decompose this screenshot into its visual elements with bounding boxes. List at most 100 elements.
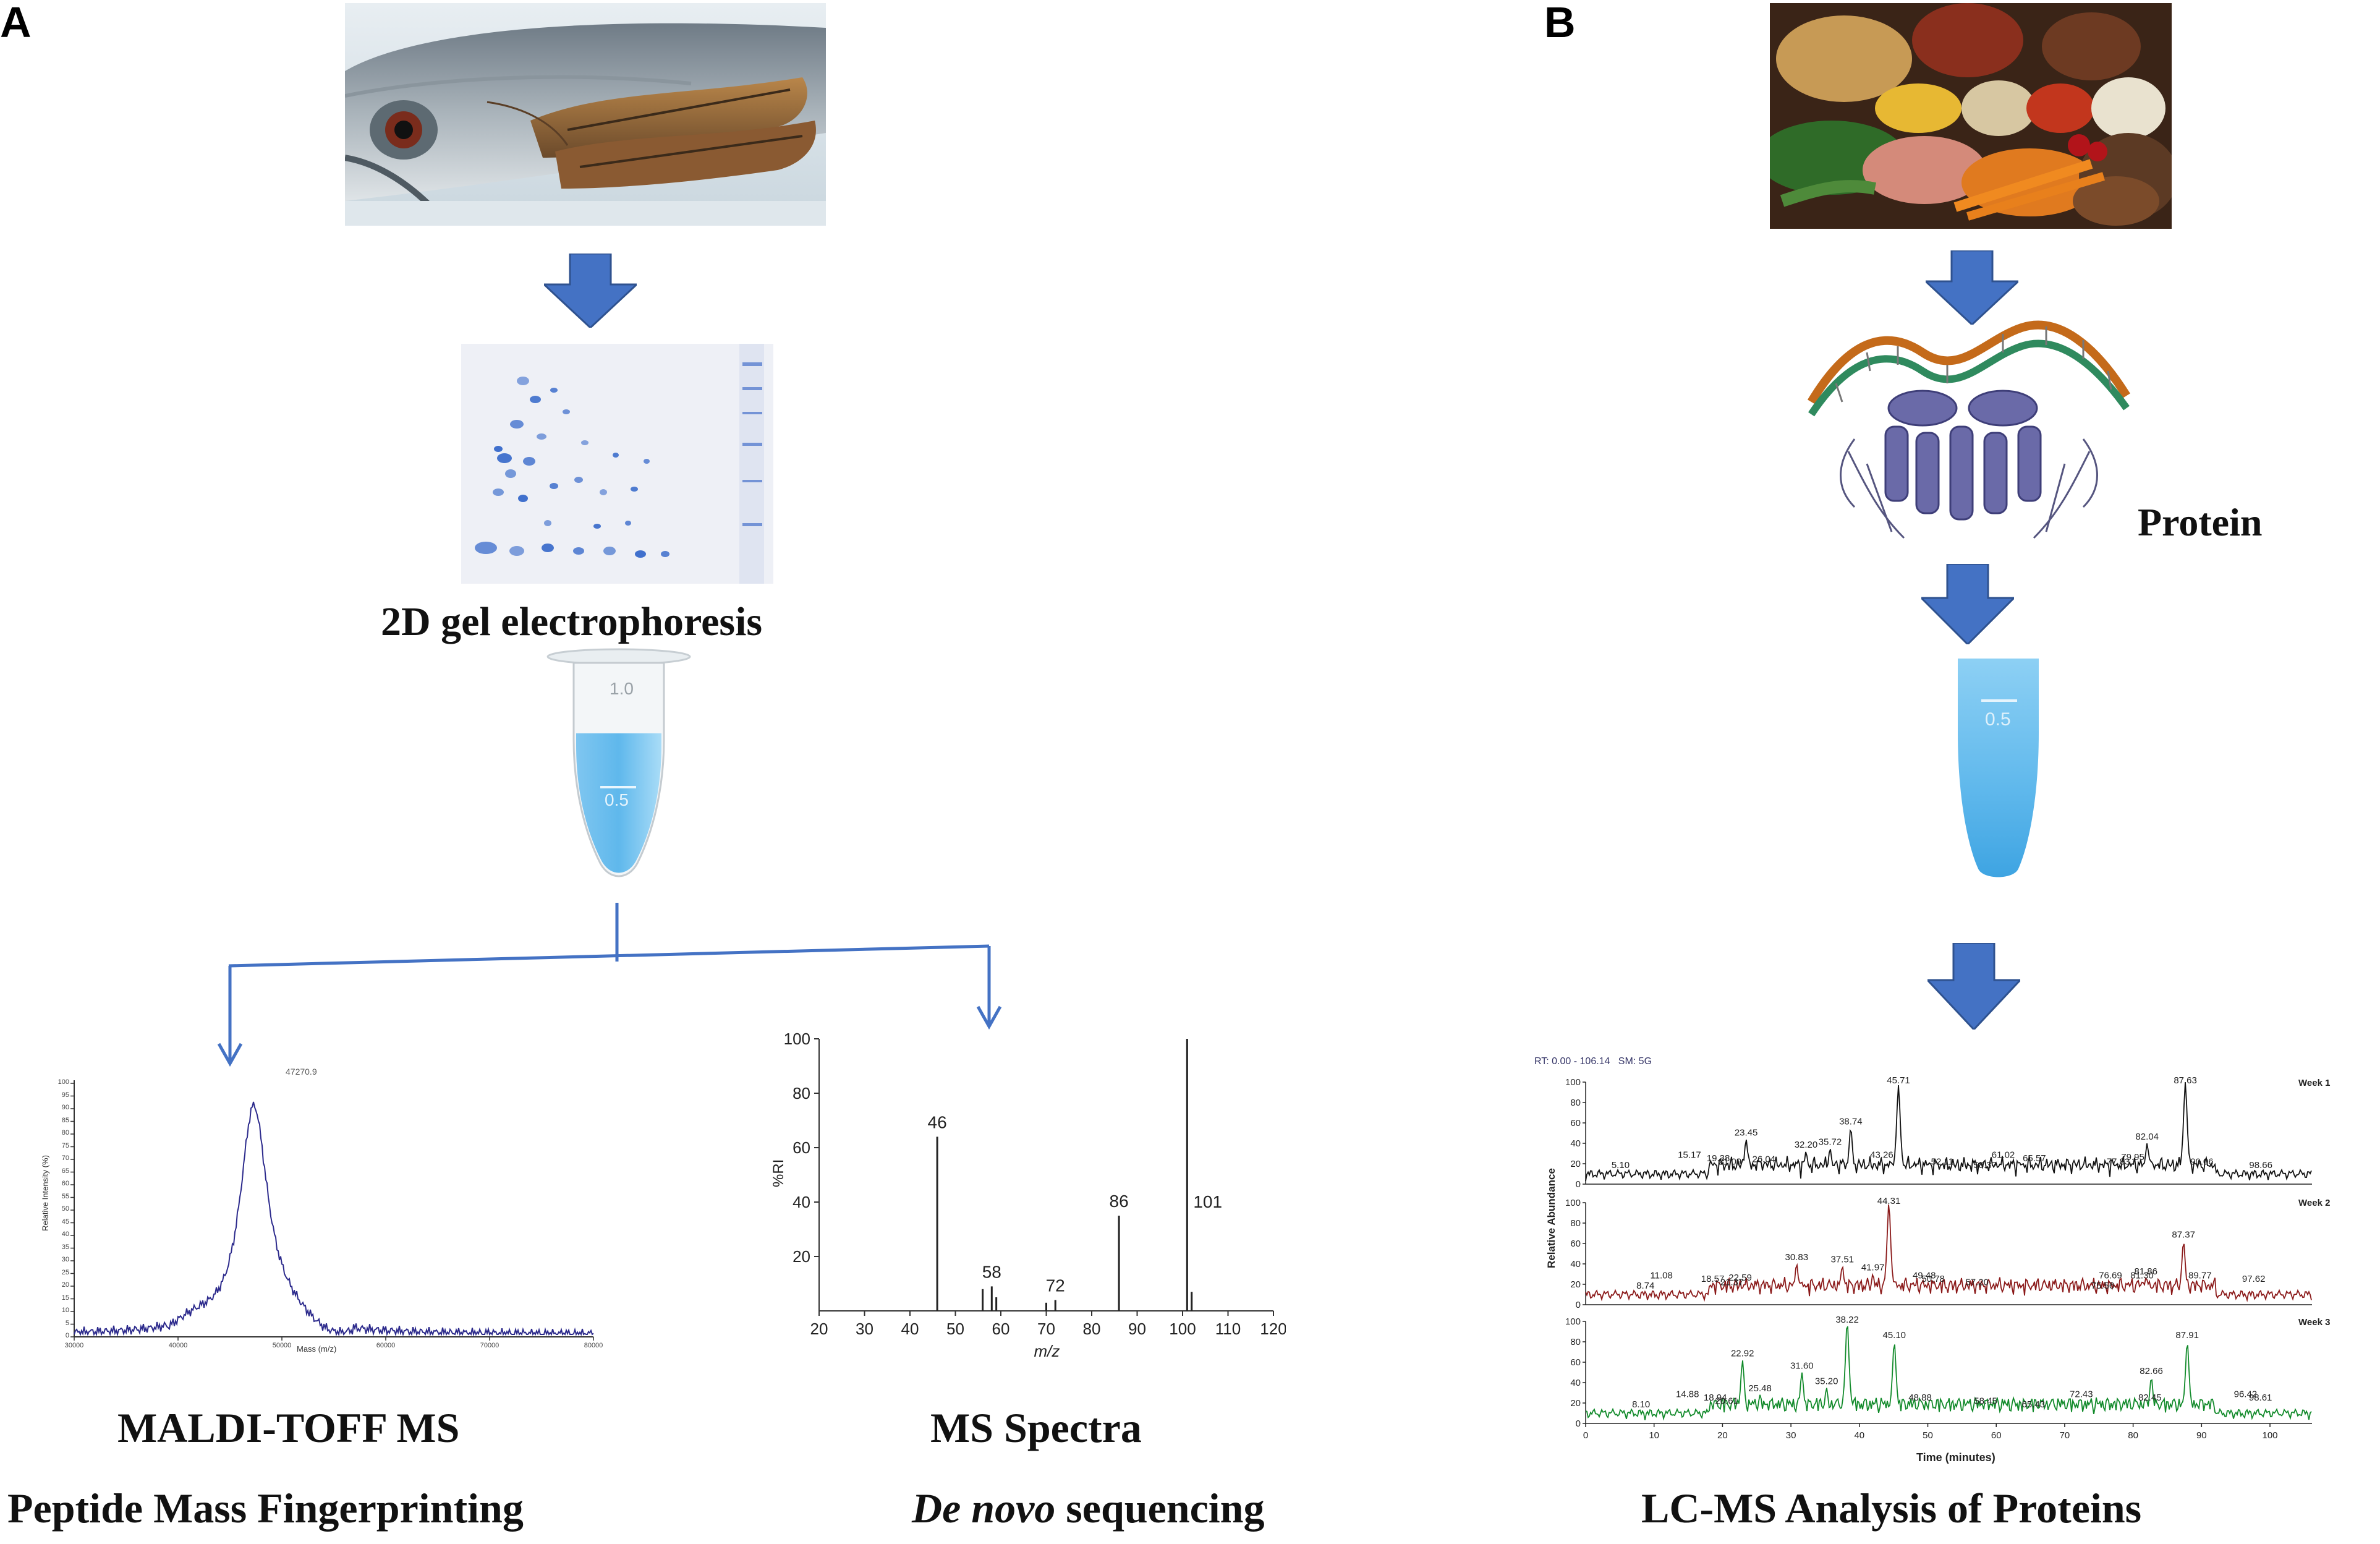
- tube-b-mark-line: [1981, 699, 2017, 702]
- week-1-label: Week 1: [2298, 1078, 2331, 1088]
- lc-peak-label: 14.88: [1676, 1389, 1699, 1400]
- lc-ytick-label: 20: [1570, 1159, 1581, 1169]
- lc-peak-label: 48.88: [1908, 1393, 1932, 1403]
- lcms-ylabel: Relative Abundance: [1545, 1168, 1557, 1268]
- week-1-trace: [1585, 1082, 2312, 1182]
- lc-peak-label: 45.71: [1887, 1075, 1910, 1086]
- ms-xtick-label: 110: [1215, 1320, 1241, 1338]
- ms-xlabel: m/z: [1034, 1342, 1060, 1360]
- lc-peak-label: 76.69: [2099, 1271, 2122, 1281]
- ms-ylabel: %RI: [770, 1159, 787, 1187]
- lc-peak-label: 22.59: [1728, 1273, 1752, 1283]
- lc-peak-label: 58.45: [1974, 1396, 1997, 1407]
- lc-peak-label: 61.02: [1992, 1150, 2015, 1161]
- ms-peak-label: 46: [928, 1112, 947, 1132]
- lc-ytick-label: 60: [1570, 1118, 1581, 1128]
- ms-subcaption-rest: sequencing: [1055, 1485, 1265, 1532]
- panel-b-letter: B: [1544, 0, 1576, 46]
- protein-label: Protein: [2138, 500, 2263, 544]
- lc-xtick-label: 100: [2263, 1430, 2278, 1441]
- maldi-xtick-label: 50000: [272, 1342, 292, 1349]
- maldi-subcaption: Peptide Mass Fingerprinting: [7, 1485, 524, 1532]
- panel-a-letter: A: [0, 0, 32, 46]
- maldi-ytick-label: 50: [61, 1205, 69, 1213]
- lc-peak-label: 21.37: [1720, 1277, 1744, 1288]
- lc-peak-label: 18.94: [1704, 1393, 1727, 1403]
- lc-peak-label: 41.97: [1861, 1263, 1885, 1273]
- lc-peak-label: 87.63: [2174, 1075, 2197, 1086]
- tube-a-lower-mark: 0.5: [605, 790, 629, 809]
- lc-ytick-label: 60: [1570, 1357, 1581, 1368]
- lcms-xlabel: Time (minutes): [1916, 1451, 1995, 1464]
- lc-peak-label: 35.72: [1819, 1137, 1842, 1147]
- gel-spot: [550, 388, 558, 393]
- lc-peak-label: 81.86: [2134, 1266, 2157, 1277]
- maldi-xtick-label: 30000: [64, 1342, 84, 1349]
- gel-spot: [563, 409, 570, 414]
- maldi-ytick-label: 5: [65, 1319, 69, 1327]
- maldi-ytick-label: 10: [61, 1307, 69, 1314]
- ms-peak-label: 101: [1193, 1192, 1222, 1211]
- protein-structure-image: [1799, 303, 2139, 563]
- maldi-ytick-label: 80: [61, 1129, 69, 1137]
- gel-spot: [530, 396, 541, 403]
- lc-peak-label: 32.20: [1795, 1140, 1818, 1150]
- lc-ytick-label: 40: [1570, 1138, 1581, 1149]
- gel-spot: [613, 453, 619, 458]
- gel-spot: [631, 487, 638, 492]
- lc-peak-label: 65.43: [2022, 1399, 2046, 1410]
- lc-xtick-label: 70: [2060, 1430, 2070, 1441]
- lc-xtick-label: 60: [1991, 1430, 2002, 1441]
- food-photo: [1770, 3, 2172, 229]
- maldi-ytick-label: 65: [61, 1167, 69, 1175]
- lc-ytick-label: 40: [1570, 1378, 1581, 1388]
- lc-peak-label: 21.09: [1719, 1157, 1742, 1167]
- gel-spot: [574, 477, 583, 483]
- maldi-ytick-label: 15: [61, 1294, 69, 1302]
- gel-spot: [510, 420, 524, 429]
- maldi-ytick-label: 90: [61, 1104, 69, 1111]
- lc-ytick-label: 20: [1570, 1279, 1581, 1290]
- sample-tube-b: 0.5: [1957, 659, 2040, 884]
- lc-xtick-label: 90: [2196, 1430, 2207, 1441]
- maldi-ytick-label: 75: [61, 1141, 69, 1149]
- gel-spot: [544, 520, 551, 526]
- gel-spot: [494, 446, 503, 452]
- lc-peak-label: 81.30: [2130, 1271, 2154, 1281]
- lc-peak-label: 31.60: [1790, 1361, 1814, 1371]
- maldi-peak-label: 47270.9: [286, 1067, 317, 1077]
- branch-connector: [217, 903, 1002, 1067]
- gel-spot: [661, 551, 669, 557]
- maldi-spectrum: 47270.9 Relative Intensity (%) Mass (m/z…: [31, 1065, 603, 1355]
- gel-spot: [581, 440, 589, 445]
- maldi-ytick-label: 85: [61, 1116, 69, 1124]
- lc-peak-label: 8.10: [1632, 1399, 1650, 1410]
- lc-peak-label: 20.61: [1715, 1396, 1738, 1407]
- ms-peak-label: 58: [982, 1262, 1001, 1281]
- lc-peak-label: 96.42: [2234, 1389, 2258, 1400]
- lc-ytick-label: 80: [1570, 1337, 1581, 1347]
- lc-xtick-label: 20: [1717, 1430, 1728, 1441]
- lc-peak-label: 77.83: [2107, 1157, 2130, 1167]
- lc-xtick-label: 0: [1583, 1430, 1588, 1441]
- tube-b-mark: 0.5: [1985, 709, 2011, 730]
- lc-peak-label: 38.22: [1835, 1315, 1859, 1325]
- maldi-ytick-label: 40: [61, 1231, 69, 1238]
- lc-peak-label: 49.48: [1913, 1271, 1936, 1281]
- maldi-ytick-label: 0: [65, 1332, 69, 1339]
- lc-peak-label: 5.10: [1612, 1160, 1630, 1171]
- lc-peak-label: 23.45: [1735, 1127, 1758, 1138]
- week-2-label: Week 2: [2298, 1198, 2331, 1208]
- lc-peak-label: 26.04: [1752, 1154, 1775, 1164]
- ms-xtick-label: 80: [1083, 1320, 1101, 1338]
- lc-peak-label: 22.92: [1731, 1349, 1754, 1359]
- lc-ytick-label: 0: [1576, 1418, 1581, 1429]
- ms-xtick-label: 60: [992, 1320, 1010, 1338]
- lc-peak-label: 52.11: [1931, 1157, 1953, 1167]
- maldi-ytick-label: 30: [61, 1256, 69, 1263]
- gel-spot: [475, 542, 497, 554]
- lc-ytick-label: 60: [1570, 1239, 1581, 1249]
- ms-ytick-label: 60: [793, 1138, 810, 1157]
- gel-spot: [493, 488, 504, 496]
